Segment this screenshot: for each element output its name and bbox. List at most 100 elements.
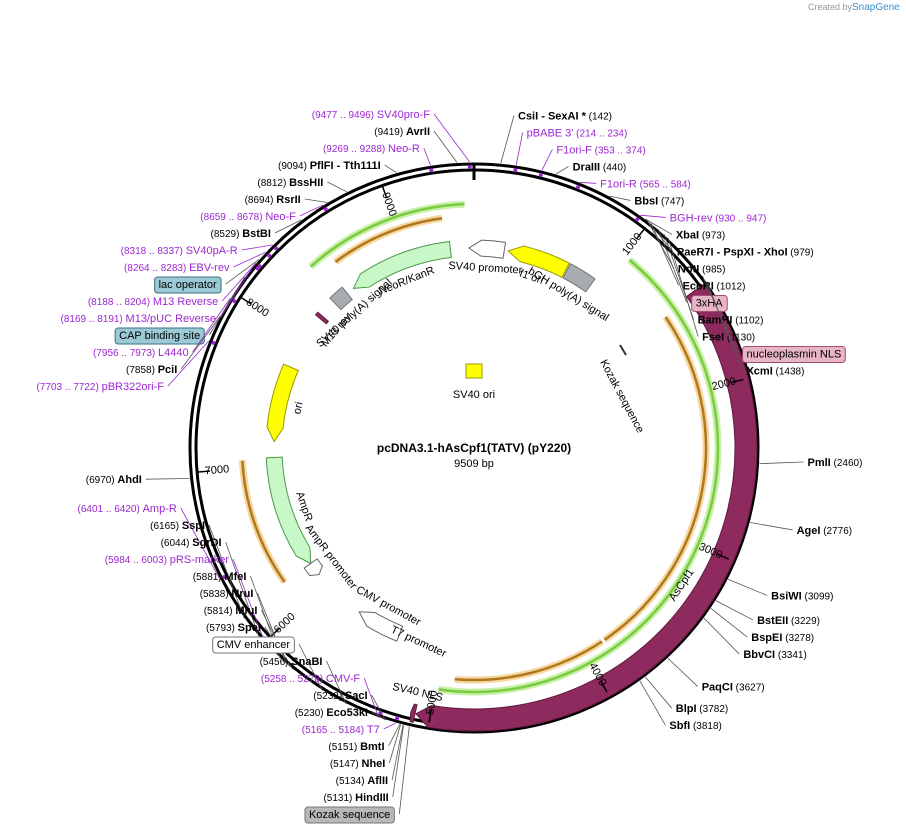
primer-site-mark — [255, 266, 260, 271]
enzyme-fsei[interactable]: FseI (1130) — [702, 331, 755, 343]
plasmid-size: 9509 bp — [454, 458, 494, 470]
enzyme-bsteii[interactable]: BstEII (3229) — [757, 615, 820, 627]
enzyme-pcii[interactable]: (7858) PciI — [126, 364, 177, 376]
primer-prs-marker[interactable]: (5984 .. 6003) pRS-marker — [105, 554, 230, 566]
enzyme-nrui[interactable]: (5838) NruI — [200, 588, 254, 600]
primer-leader-line — [232, 558, 266, 644]
primer-l4440[interactable]: (7956 .. 7973) L4440 — [93, 347, 189, 359]
enzyme-leader-line — [304, 198, 328, 203]
primer-leader-line — [192, 298, 231, 353]
enzyme-bspei[interactable]: BspEI (3278) — [751, 632, 814, 644]
feature-box-kozak-sequence[interactable]: Kozak sequence — [309, 809, 390, 821]
feature-ampr-promoter[interactable] — [303, 558, 323, 577]
enzyme-sspi[interactable]: (6165) SspI — [150, 520, 205, 532]
enzyme-xbai[interactable]: XbaI (973) — [676, 229, 725, 241]
primer-site-mark — [222, 574, 227, 579]
feature-box-cmv-enhancer[interactable]: CMV enhancer — [217, 639, 291, 651]
enzyme-leader-line — [327, 181, 348, 193]
primer-sv40pro-f[interactable]: (9477 .. 9496) SV40pro-F — [312, 109, 431, 121]
enzyme-bsshii[interactable]: (8812) BssHII — [257, 177, 323, 189]
feature-box-lac-operator[interactable]: lac operator — [159, 279, 217, 291]
enzyme-noti[interactable]: NotI (985) — [678, 263, 726, 275]
enzyme-mlui[interactable]: (5814) MluI — [204, 605, 258, 617]
ruler-tick-label: 7000 — [204, 463, 229, 477]
feature-ampr[interactable] — [265, 456, 312, 565]
enzyme-leader-line — [388, 724, 401, 747]
primer-f1ori-f[interactable]: F1ori-F (353 .. 374) — [556, 144, 645, 156]
feature-ori[interactable] — [266, 363, 299, 443]
sv40-ori-mark[interactable] — [465, 363, 483, 379]
enzyme-bbsi[interactable]: BbsI (747) — [634, 195, 684, 207]
enzyme-eco53ki[interactable]: (5230) Eco53kI — [295, 707, 368, 719]
t7-promoter-label: T7 promoter — [389, 624, 449, 660]
enzyme-mfei[interactable]: (5881) MfeI — [193, 571, 247, 583]
primer-neo-r[interactable]: (9269 .. 9288) Neo-R — [323, 143, 420, 155]
enzyme-paer7i-pspxi-xhoi[interactable]: PaeR7I - PspXI - XhoI (979) — [677, 246, 814, 258]
primer-m13-puc-reverse[interactable]: (8169 .. 8191) M13/pUC Reverse — [61, 313, 217, 325]
enzyme-spei[interactable]: (5793) SpeI — [206, 622, 261, 634]
enzyme-avrii[interactable]: (9419) AvrII — [374, 126, 430, 138]
primer-f1ori-r[interactable]: F1ori-R (565 .. 584) — [600, 178, 691, 190]
primer-site-mark — [538, 173, 543, 178]
feature-box-nucleoplasmin-nls[interactable]: nucleoplasmin NLS — [747, 348, 842, 360]
enzyme-pflfi-tth111i[interactable]: (9094) PflFI - Tth111I — [278, 160, 381, 172]
enzyme-hindiii[interactable]: (5131) HindIII — [323, 792, 388, 804]
enzyme-saci[interactable]: (5232) SacI — [313, 690, 367, 702]
feature-bgh-poly-a-signal[interactable] — [562, 263, 596, 293]
enzyme-pmli[interactable]: PmlI (2460) — [808, 457, 863, 469]
primer-bgh-rev[interactable]: BGH-rev (930 .. 947) — [670, 212, 767, 224]
enzyme-leader-line — [500, 115, 515, 164]
feature-sv40-nls[interactable] — [409, 703, 418, 723]
enzyme-ecori[interactable]: EcoRI (1012) — [683, 280, 746, 292]
primer-cmv-f[interactable]: (5258 .. 5278) CMV-F — [261, 673, 361, 685]
enzyme-rsrii[interactable]: (8694) RsrII — [245, 194, 301, 206]
primer-pbr322ori-f[interactable]: (7703 .. 7722) pBR322ori-F — [37, 381, 165, 393]
feature-ascpf1[interactable] — [415, 283, 758, 732]
enzyme-bbvci[interactable]: BbvCI (3341) — [743, 649, 806, 661]
primer-amp-r[interactable]: (6401 .. 6420) Amp-R — [78, 503, 177, 515]
feature-f1-ori[interactable] — [507, 245, 570, 278]
feature-sv40-promoter[interactable] — [467, 239, 507, 259]
enzyme-bstbi[interactable]: (8529) BstBI — [211, 228, 271, 240]
enzyme-leader-line — [703, 617, 740, 655]
feature-label-m13-rev: M13 rev — [319, 311, 354, 349]
enzyme-paqci[interactable]: PaqCI (3627) — [702, 682, 765, 694]
feature-cmv-promoter[interactable] — [358, 611, 404, 642]
enzyme-draiii[interactable]: DraIII (440) — [573, 161, 627, 173]
feature-box-bg — [304, 806, 395, 824]
feature-neor-kanr[interactable] — [352, 240, 452, 289]
primer-sv40pa-r[interactable]: (8318 .. 8337) SV40pA-R — [121, 245, 238, 257]
ruler-tick — [196, 470, 211, 473]
feature-m13-rev[interactable] — [314, 311, 330, 325]
orange-arc-line — [454, 640, 603, 682]
primer-m13-reverse[interactable]: (8188 .. 8204) M13 Reverse — [88, 296, 218, 308]
primer-ebv-rev[interactable]: (8264 .. 8283) EBV-rev — [124, 262, 230, 274]
enzyme-xcmi[interactable]: XcmI (1438) — [746, 365, 804, 377]
enzyme-nhei[interactable]: (5147) NheI — [330, 758, 386, 770]
enzyme-sgrdi[interactable]: (6044) SgrDI — [161, 537, 222, 549]
enzyme-bamhi[interactable]: BamHI (1102) — [698, 314, 764, 326]
enzyme-blpi[interactable]: BlpI (3782) — [676, 703, 728, 715]
primer-pbabe-3[interactable]: pBABE 3' (214 .. 234) — [527, 127, 628, 139]
enzyme-csii-sexai[interactable]: CsiI - SexAI * (142) — [518, 110, 612, 122]
enzyme-bmti[interactable]: (5151) BmtI — [328, 741, 384, 753]
enzyme-aflii[interactable]: (5134) AflII — [336, 775, 388, 787]
enzyme-leader-line — [609, 195, 631, 201]
enzyme-leader-line — [710, 608, 748, 638]
feature-box-cap-binding-site[interactable]: CAP binding site — [119, 330, 200, 342]
enzyme-sbfi[interactable]: SbfI (3818) — [669, 720, 721, 732]
enzyme-ahdi[interactable]: (6970) AhdI — [86, 474, 142, 486]
ruler-tick — [730, 378, 744, 384]
primer-site-mark — [429, 168, 434, 173]
primer-site-mark — [211, 340, 216, 345]
enzyme-bsiwi[interactable]: BsiWI (3099) — [771, 590, 833, 602]
enzyme-agei[interactable]: AgeI (2776) — [797, 525, 853, 537]
enzyme-leader-line — [715, 600, 754, 621]
feature-sv40-poly-a-signal[interactable] — [329, 286, 354, 311]
feature-box-3xha[interactable]: 3xHA — [696, 297, 724, 309]
enzyme-snabi[interactable]: (5456) SnaBI — [260, 656, 323, 668]
enzyme-leader-line — [298, 643, 323, 691]
primer-neo-f[interactable]: (8659 .. 8678) Neo-F — [200, 211, 296, 223]
primer-t7[interactable]: (5165 .. 5184) T7 — [302, 724, 380, 736]
